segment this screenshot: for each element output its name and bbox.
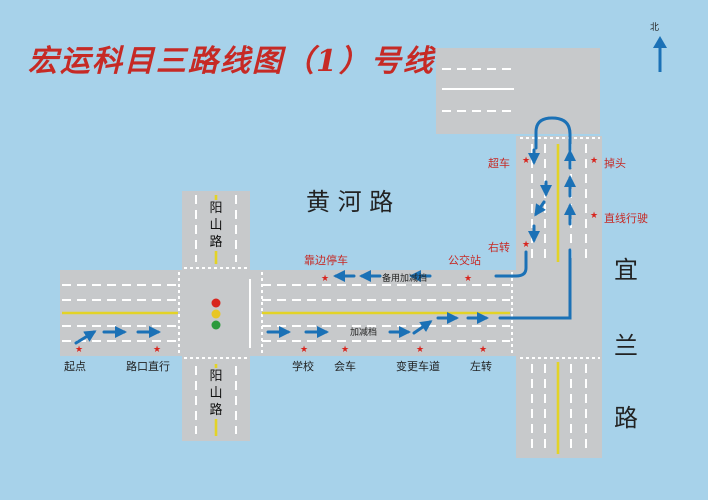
star-start: ★ <box>75 345 83 355</box>
label-meeting-car: 会车 <box>334 360 356 373</box>
yilan-road-label-2: 兰 <box>614 332 638 360</box>
yangshan-road-label-south: 阳山路 <box>209 368 223 419</box>
map-title: 宏运科目三路线图（1）号线 <box>28 44 435 79</box>
label-straight-drive: 直线行驶 <box>604 212 648 225</box>
route-arrows <box>74 116 576 345</box>
north-block <box>436 48 600 134</box>
star-u-turn: ★ <box>590 156 598 166</box>
yilan-road-label-1: 宜 <box>614 256 638 284</box>
label-lane-change: 变更车道 <box>396 360 440 373</box>
star-pull-over: ★ <box>321 274 329 284</box>
green-light <box>211 320 221 330</box>
left-turn-route <box>498 248 572 320</box>
station-stars: ★ ★ ★ ★ ★ ★ ★ ★ ★ ★ ★ ★ <box>75 156 598 355</box>
star-straight: ★ <box>153 345 161 355</box>
label-right-turn: 右转 <box>488 241 510 254</box>
label-straight-through: 路口直行 <box>126 360 170 373</box>
u-turn-route <box>534 116 572 152</box>
north-label: 北 <box>650 23 660 33</box>
north-arrow-icon <box>653 36 667 72</box>
label-overtake: 超车 <box>488 157 510 170</box>
star-overtake: ★ <box>522 156 530 166</box>
yellow-light <box>211 309 221 319</box>
label-u-turn: 掉头 <box>604 157 626 170</box>
right-turn-route <box>494 250 528 278</box>
star-right-turn: ★ <box>522 240 530 250</box>
label-pull-over: 靠边停车 <box>304 254 348 267</box>
label-bus-stop: 公交站 <box>448 254 481 267</box>
huanghe-road-label: 黄 河 路 <box>306 188 394 216</box>
gear-change-mark: 加减档 <box>350 328 378 338</box>
label-start: 起点 <box>64 360 86 373</box>
star-meeting: ★ <box>341 345 349 355</box>
traffic-light <box>211 298 221 330</box>
yilan-road-label-3: 路 <box>614 404 638 432</box>
label-school: 学校 <box>292 360 314 373</box>
red-light <box>211 298 221 308</box>
star-school: ★ <box>300 345 308 355</box>
star-bus-stop: ★ <box>464 274 472 284</box>
star-straight-drive: ★ <box>590 211 598 221</box>
reserve-gear-mark: 备用加减档 <box>382 274 428 284</box>
yangshan-road-label-north: 阳山路 <box>209 200 223 251</box>
star-left-turn: ★ <box>479 345 487 355</box>
label-left-turn: 左转 <box>470 360 492 373</box>
star-lane-change: ★ <box>416 345 424 355</box>
